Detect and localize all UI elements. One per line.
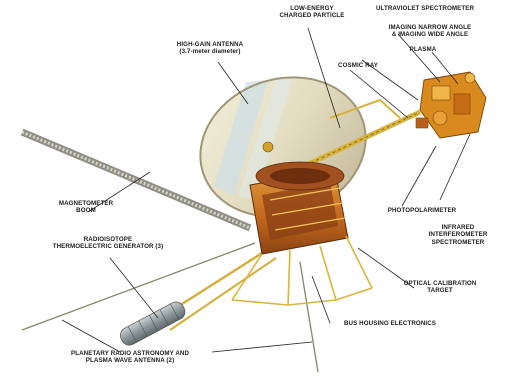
- label-line: CHARGED PARTICLE: [274, 12, 350, 19]
- label-radio-astronomy: PLANETARY RADIO ASTRONOMY AND PLASMA WAV…: [56, 350, 204, 365]
- label-line: & IMAGING WIDE ANGLE: [375, 31, 485, 38]
- label-line: BOOM: [46, 207, 126, 214]
- label-infrared: INFRARED INTERFEROMETER SPECTROMETER: [412, 224, 504, 246]
- bus: [250, 162, 348, 254]
- label-bus-housing: BUS HOUSING ELECTRONICS: [330, 320, 450, 327]
- label-line: THERMOELECTRIC GENERATOR (3): [48, 243, 168, 250]
- label-uv-spectrometer: ULTRAVIOLET SPECTROMETER: [365, 5, 485, 12]
- label-line: LOW-ENERGY: [274, 5, 350, 12]
- label-magnetometer-boom: MAGNETOMETER BOOM: [46, 200, 126, 215]
- label-line: TARGET: [392, 287, 488, 294]
- label-line: OPTICAL CALIBRATION: [392, 280, 488, 287]
- label-line: COSMIC RAY: [328, 62, 388, 69]
- label-optical-calibration: OPTICAL CALIBRATION TARGET: [392, 280, 488, 295]
- label-rtg: RADIOISOTOPE THERMOELECTRIC GENERATOR (3…: [48, 236, 168, 251]
- label-line: (3.7-meter diameter): [160, 48, 260, 55]
- label-line: SPECTROMETER: [412, 239, 504, 246]
- label-line: RADIOISOTOPE: [48, 236, 168, 243]
- label-line: MAGNETOMETER: [46, 200, 126, 207]
- label-line: HIGH-GAIN ANTENNA: [160, 41, 260, 48]
- rtg-assembly: [118, 248, 276, 348]
- label-photopolarimeter: PHOTOPOLARIMETER: [380, 207, 464, 214]
- scan-platform: [416, 72, 486, 138]
- label-cosmic-ray: COSMIC RAY: [328, 62, 388, 69]
- label-low-energy-particle: LOW-ENERGY CHARGED PARTICLE: [274, 5, 350, 20]
- label-line: BUS HOUSING ELECTRONICS: [330, 320, 450, 327]
- label-line: ULTRAVIOLET SPECTROMETER: [365, 5, 485, 12]
- label-plasma: PLASMA: [398, 46, 448, 53]
- label-line: PLASMA: [398, 46, 448, 53]
- label-imaging: IMAGING NARROW ANGLE & IMAGING WIDE ANGL…: [375, 24, 485, 39]
- label-line: PLASMA WAVE ANTENNA (2): [56, 357, 204, 364]
- label-high-gain-antenna: HIGH-GAIN ANTENNA (3.7-meter diameter): [160, 41, 260, 56]
- label-line: PHOTOPOLARIMETER: [380, 207, 464, 214]
- label-line: IMAGING NARROW ANGLE: [375, 24, 485, 31]
- label-line: PLANETARY RADIO ASTRONOMY AND: [56, 350, 204, 357]
- label-line: INTERFEROMETER: [412, 231, 504, 238]
- label-line: INFRARED: [412, 224, 504, 231]
